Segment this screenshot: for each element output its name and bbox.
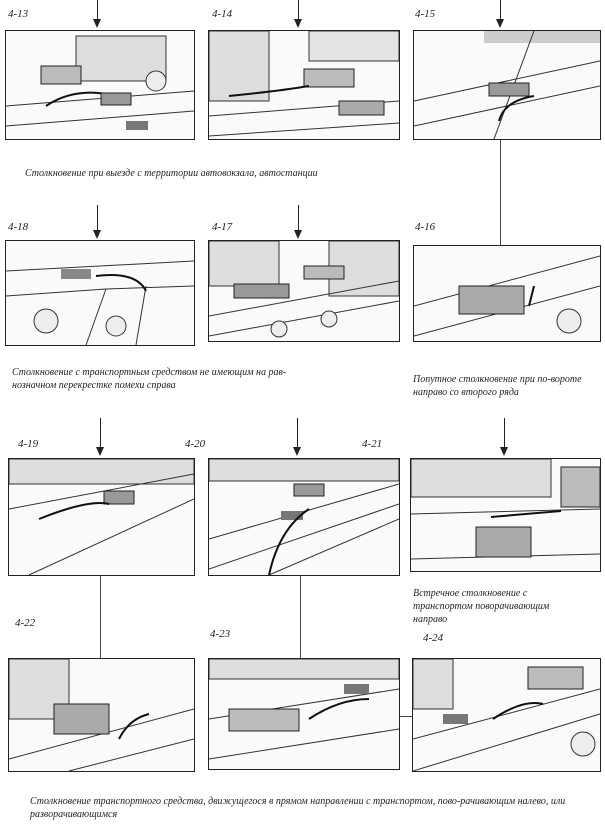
figure-illustration bbox=[5, 240, 195, 346]
direction-arrow bbox=[496, 0, 504, 28]
figure-label: 4-14 bbox=[212, 8, 233, 20]
figure-label: 4-16 bbox=[415, 221, 436, 233]
figure-label: 4-15 bbox=[415, 8, 436, 20]
figure-label: 4-19 bbox=[18, 438, 39, 450]
figure-label: 4-23 bbox=[210, 628, 231, 640]
figure-illustration bbox=[413, 30, 601, 140]
direction-arrow bbox=[93, 205, 101, 239]
figure-illustration bbox=[410, 458, 601, 572]
figure-illustration bbox=[208, 30, 400, 140]
connector-line bbox=[100, 576, 101, 658]
figure-label: 4-13 bbox=[8, 8, 29, 20]
connector-line bbox=[300, 576, 301, 658]
direction-arrow bbox=[96, 418, 104, 456]
figure-illustration bbox=[412, 658, 601, 772]
direction-arrow bbox=[293, 418, 301, 456]
figure-illustration bbox=[5, 30, 195, 140]
figure-illustration bbox=[208, 458, 400, 576]
figure-illustration bbox=[208, 658, 400, 770]
caption: Столкновение с транспортным средством не… bbox=[12, 367, 287, 391]
figure-illustration bbox=[8, 458, 195, 576]
connector-line bbox=[400, 716, 412, 717]
figure-label: 4-20 bbox=[185, 438, 206, 450]
direction-arrow bbox=[500, 418, 508, 456]
direction-arrow bbox=[294, 205, 302, 239]
figure-illustration bbox=[413, 245, 601, 342]
caption: Столкновение транспортного средства, дви… bbox=[30, 796, 566, 820]
figure-label: 4-24 bbox=[423, 632, 444, 644]
figure-label: 4-21 bbox=[362, 438, 383, 450]
caption: Встречное столкновение с транспортом пов… bbox=[413, 588, 550, 625]
figure-label: 4-18 bbox=[8, 221, 29, 233]
direction-arrow bbox=[93, 0, 101, 28]
figure-label: 4-17 bbox=[212, 221, 233, 233]
caption: Попутное столкновение при по-вороте напр… bbox=[413, 374, 582, 398]
connector-line bbox=[500, 140, 501, 245]
figure-illustration bbox=[8, 658, 195, 772]
direction-arrow bbox=[294, 0, 302, 28]
caption: Столкновение при выезде с территории авт… bbox=[25, 168, 318, 179]
figure-illustration bbox=[208, 240, 400, 342]
figure-label: 4-22 bbox=[15, 617, 36, 629]
